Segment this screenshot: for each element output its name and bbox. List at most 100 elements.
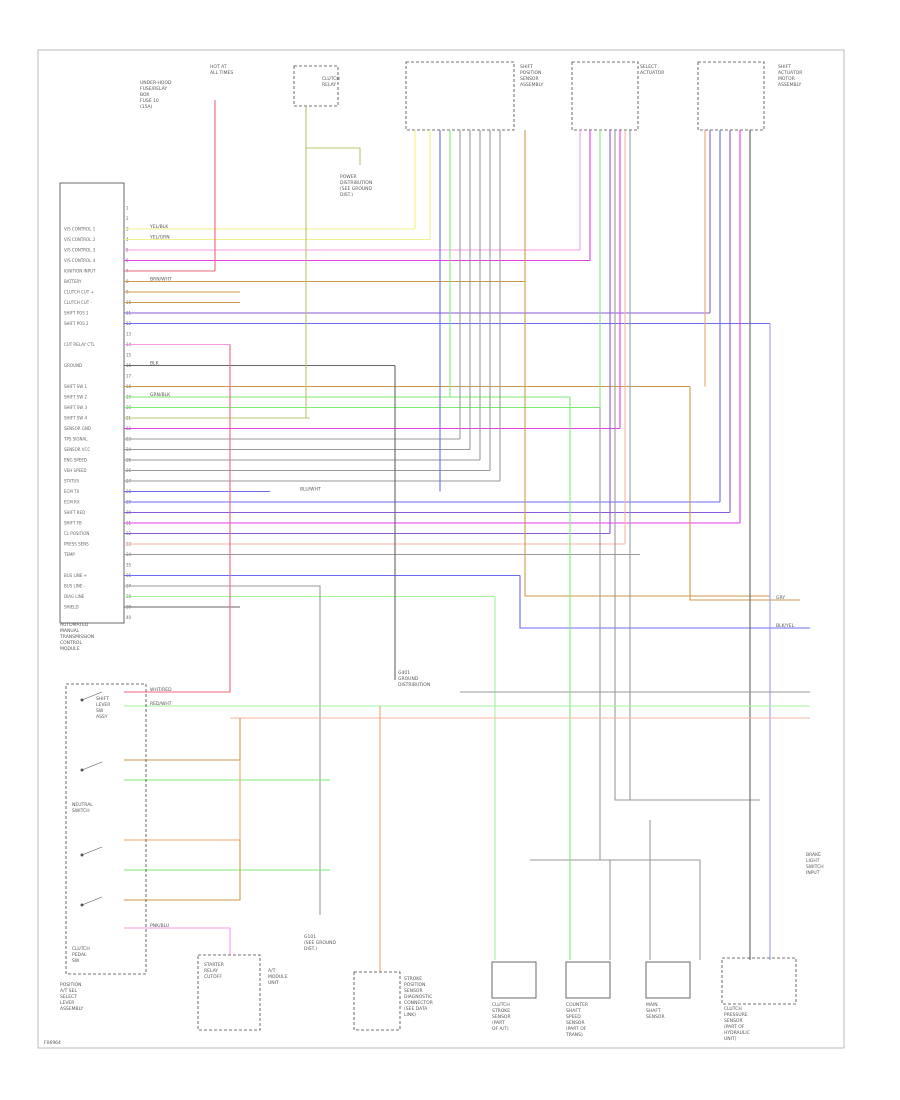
- ecm-pin-label: STATUS: [64, 479, 79, 484]
- clutch-caption-line: CLUTCH: [72, 946, 90, 952]
- clutch-stroke-sensor: [491, 961, 537, 999]
- wire-label: GRY: [776, 595, 785, 601]
- s5-caption-line: LIGHT: [806, 858, 820, 864]
- ground-caption-line: DISTRIBUTION: [398, 682, 430, 688]
- s2-caption-line: (PART OF: [566, 1026, 587, 1032]
- shift-lever-caption-line: SHIFT: [96, 696, 109, 702]
- ecm-pin-label: DIAG LINE: [64, 594, 85, 599]
- switch-contact: [81, 691, 103, 701]
- shift-sensor-connector: [405, 61, 515, 131]
- s1-caption-line: SENSOR: [492, 1014, 511, 1020]
- s1-caption-line: OF A/T): [492, 1026, 509, 1032]
- ecm-pin-label: TPS SIGNAL: [63, 437, 88, 442]
- ground-caption-line: G401: [398, 670, 410, 676]
- s5-caption-line: BRAKE: [806, 852, 821, 858]
- wire-label: GRN/BLK: [150, 392, 171, 398]
- s1-caption-line: CLUTCH: [492, 1002, 510, 1008]
- ecm-pin-label: V/S CONTROL 2: [64, 237, 96, 242]
- ecm-pin-number: 13: [126, 332, 132, 337]
- bottom-captions: STARTERRELAYCUTOFFA/TMODULEUNITSTROKEPOS…: [149, 224, 824, 1042]
- switch-wire: [124, 760, 241, 841]
- s2-caption-line: SHAFT: [566, 1008, 581, 1014]
- shift-lever-caption-line: ASSY: [96, 714, 108, 720]
- ecm-pin-label: ECM RX: [64, 500, 80, 505]
- ecm-pin-label: SHIFT SW 4: [64, 416, 87, 421]
- main-shaft-sensor: [645, 961, 691, 999]
- s2-caption-line: COUNTER: [566, 1002, 588, 1008]
- ground2-caption-line: DIST.): [304, 946, 317, 952]
- ecm-pin-label: SHIELD: [64, 605, 79, 610]
- s1-caption-line: (PART: [492, 1020, 505, 1026]
- s3-caption-line: SENSOR: [646, 1014, 665, 1020]
- wire-label: YEL/GRN: [149, 235, 170, 241]
- shift-lever-caption-line: LEVER: [96, 702, 110, 708]
- diagnostic-connector: [353, 971, 401, 1031]
- clutch-relay-box: [293, 65, 339, 107]
- ecm-pin-label: BUS LINE +: [64, 573, 87, 578]
- ecm-pin-label: SHIFT SW 3: [64, 405, 87, 410]
- neutral-caption-line: SWITCH: [72, 808, 90, 814]
- ecm-pin-label: BATTERY: [64, 279, 82, 284]
- shift-motor-connector: [697, 61, 765, 131]
- relay-unit-caption-line: MODULE: [268, 974, 288, 980]
- ecm-pin-number: 35: [126, 563, 132, 568]
- sensor-wire: [530, 859, 701, 960]
- switch-pivot: [80, 903, 84, 907]
- ecm-pin-label: SHIFT POS 1: [64, 311, 89, 316]
- power-caption-line: POWER: [340, 174, 357, 180]
- lever-caption-line: SELECT: [60, 994, 77, 1000]
- s4-caption-line: CLUTCH: [724, 1006, 742, 1012]
- lever-caption-line: POSITION: [60, 982, 81, 988]
- underhood-caption-line: (15A): [140, 104, 153, 110]
- diag-caption-line: CONNECTOR: [404, 1000, 433, 1006]
- clutch-caption-line: PEDAL: [72, 952, 87, 958]
- fuse-caption-line: HOT AT: [210, 64, 227, 70]
- power-caption-line: (SEE GROUND: [340, 186, 373, 192]
- ecm-pin-label: ECM TX: [64, 489, 79, 494]
- ecm-pin-label: SHIFT SW 1: [64, 384, 87, 389]
- ecm-pin-label: CUT RELAY CTL: [64, 342, 95, 347]
- ecm-pin-label: IGNITION INPUT: [64, 269, 96, 274]
- sensor-caption-line: ASSEMBLY: [520, 82, 544, 88]
- relay-unit-caption-line: A/T: [268, 968, 276, 974]
- wire-label: BLK: [150, 361, 160, 367]
- s2-caption-line: TRANS): [565, 1032, 583, 1038]
- ecm-caption-line: AUTOMATED: [60, 622, 89, 628]
- right-run-wire: [524, 281, 770, 597]
- wire-label: BLU/WHT: [300, 487, 321, 493]
- s4-caption-line: UNIT): [724, 1036, 737, 1042]
- ground-wire-2: [124, 585, 321, 915]
- shift-lever-caption-line: SW: [96, 708, 104, 714]
- s3-caption-line: SHAFT: [646, 1008, 661, 1014]
- clutch-caption-line: SW: [72, 958, 80, 964]
- underhood-caption-line: FUSE/RELAY: [140, 86, 167, 92]
- ecm-pin-label: PRESS SENS: [64, 542, 89, 547]
- select-actuator-connector: [571, 61, 639, 131]
- ecm-pin-number: 1: [126, 206, 129, 211]
- switch-pivot: [80, 768, 84, 772]
- wire-label: RED/WHT: [150, 701, 172, 707]
- ecm-pin-label: CLUTCH CUT +: [64, 290, 94, 295]
- wire-label: YEL/BLK: [149, 224, 169, 230]
- ecm-pin-number: 40: [126, 615, 132, 620]
- switch-pivot: [80, 853, 84, 857]
- diag-caption-line: LINK): [404, 1012, 416, 1018]
- switch-wire: [124, 840, 241, 901]
- motor-caption-line: SHIFT: [778, 64, 791, 70]
- wire-label: WHT/RED: [150, 687, 172, 693]
- ground2-caption-line: G101: [304, 934, 316, 940]
- relay-branch-wire: [306, 147, 361, 165]
- ecm-connector: [59, 182, 125, 624]
- relay-caption-line: CUTOFF: [204, 974, 222, 980]
- ecm-pin-label: SENSOR GND: [64, 426, 91, 431]
- right-run-wire: [519, 575, 810, 629]
- ecm-pin-label: CL POSITION: [64, 531, 89, 536]
- ecm-pin-number: 17: [126, 374, 132, 379]
- ecm-caption-line: MODULE: [60, 646, 80, 652]
- relay-caption-line: CLUTCH: [322, 76, 340, 82]
